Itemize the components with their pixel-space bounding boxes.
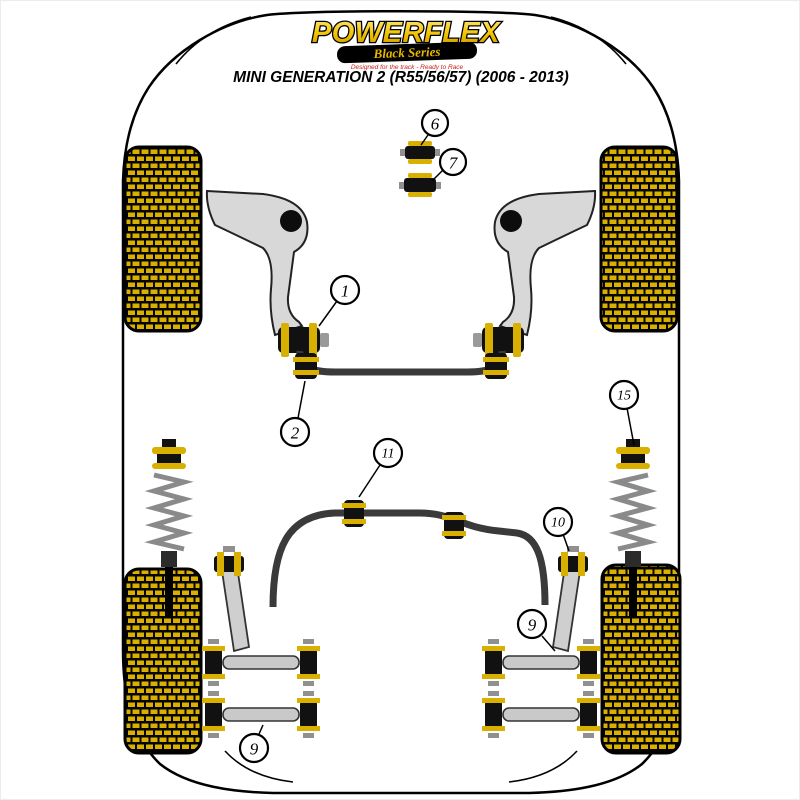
tagline-text: Designed for the track - Ready to Race bbox=[351, 64, 464, 71]
series-text: Black Series bbox=[372, 44, 440, 61]
callout-label: 11 bbox=[382, 447, 395, 462]
engine-mount-bush-lower bbox=[399, 173, 441, 197]
page-title: MINI GENERATION 2 (R55/56/57) (2006 - 20… bbox=[233, 69, 569, 86]
callout-label: 1 bbox=[341, 282, 350, 301]
callout-label: 6 bbox=[431, 115, 440, 134]
callout-10: 10 bbox=[542, 506, 574, 552]
callouts: 6 7 1 2 15 11 10 bbox=[238, 108, 640, 764]
callout-15: 15 bbox=[608, 379, 640, 446]
hood-line-left bbox=[175, 16, 252, 65]
callout-label: 9 bbox=[250, 740, 259, 759]
rear-arb-bush-right bbox=[442, 512, 466, 539]
rear-line-right bbox=[508, 750, 578, 783]
callout-11: 11 bbox=[358, 437, 404, 498]
callout-2: 2 bbox=[279, 380, 311, 448]
callout-9-bottom: 9 bbox=[238, 724, 270, 764]
callout-label: 7 bbox=[449, 154, 459, 173]
front-suspension bbox=[205, 141, 597, 379]
hood-line-right bbox=[550, 16, 627, 65]
powerflex-logo: POWERFLEX Black Series Designed for the … bbox=[311, 16, 502, 71]
engine-mount-bush-upper bbox=[400, 141, 440, 164]
front-arb-bush-right bbox=[483, 353, 509, 379]
front-arb-bush-left bbox=[293, 353, 319, 379]
callout-label: 9 bbox=[528, 616, 537, 635]
callout-label: 2 bbox=[291, 424, 300, 443]
callout-label: 10 bbox=[551, 516, 565, 531]
tire-rear-right bbox=[600, 563, 682, 755]
tire-rear-left bbox=[123, 567, 203, 755]
callout-1: 1 bbox=[318, 274, 361, 327]
callout-9-right: 9 bbox=[516, 608, 556, 652]
series-banner bbox=[337, 41, 477, 64]
callout-7: 7 bbox=[431, 147, 468, 182]
tire-front-left bbox=[123, 145, 203, 333]
callout-6: 6 bbox=[420, 108, 450, 146]
rear-line-left bbox=[224, 750, 294, 783]
callout-label: 15 bbox=[617, 389, 631, 404]
tire-front-right bbox=[599, 145, 679, 333]
rear-suspension bbox=[152, 439, 650, 739]
rear-arb-bush-left bbox=[342, 500, 366, 527]
